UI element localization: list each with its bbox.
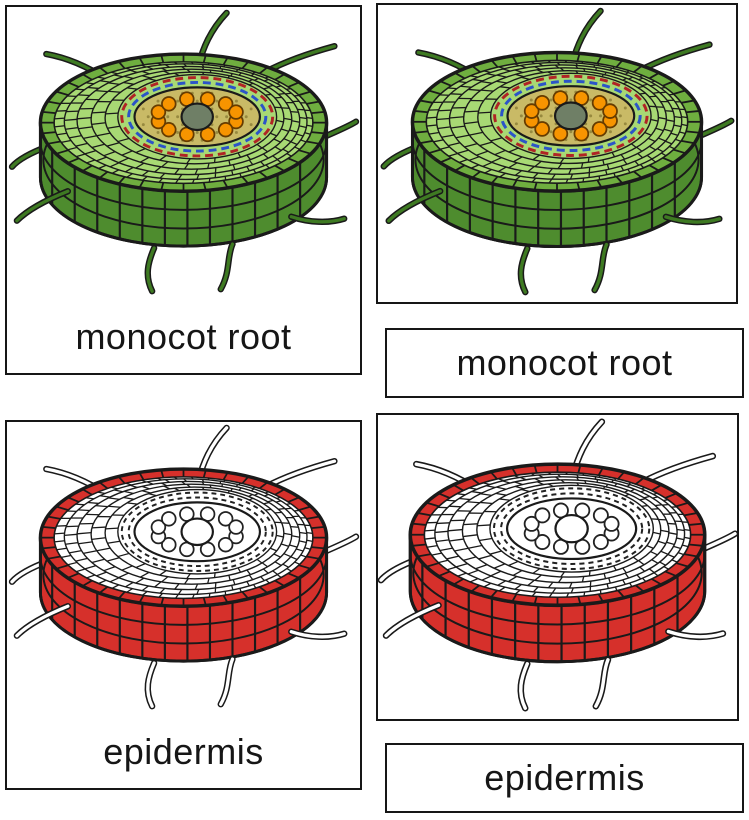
epidermis-illustration bbox=[7, 422, 360, 716]
root-cross-section-svg bbox=[380, 7, 735, 296]
root-cross-section-svg bbox=[378, 418, 737, 712]
epidermis-control-label: epidermis bbox=[103, 731, 264, 772]
monocot-root-picture-card bbox=[376, 3, 738, 304]
monocot-root-control-label: monocot root bbox=[75, 316, 292, 357]
root-cross-section-svg bbox=[8, 9, 360, 295]
epidermis-label-card: epidermis bbox=[385, 743, 744, 813]
monocot-root-illustration bbox=[7, 7, 360, 301]
monocot-root-illustration bbox=[378, 5, 736, 302]
monocot-root-control-card: monocot root bbox=[5, 5, 362, 375]
epidermis-illustration bbox=[378, 415, 737, 719]
root-cross-section-svg bbox=[8, 424, 360, 710]
monocot-root-label-card: monocot root bbox=[385, 328, 744, 398]
epidermis-control-card: epidermis bbox=[5, 420, 362, 790]
epidermis-picture-card bbox=[376, 413, 739, 721]
epidermis-label-text: epidermis bbox=[484, 757, 645, 798]
monocot-root-label-text: monocot root bbox=[456, 342, 673, 383]
